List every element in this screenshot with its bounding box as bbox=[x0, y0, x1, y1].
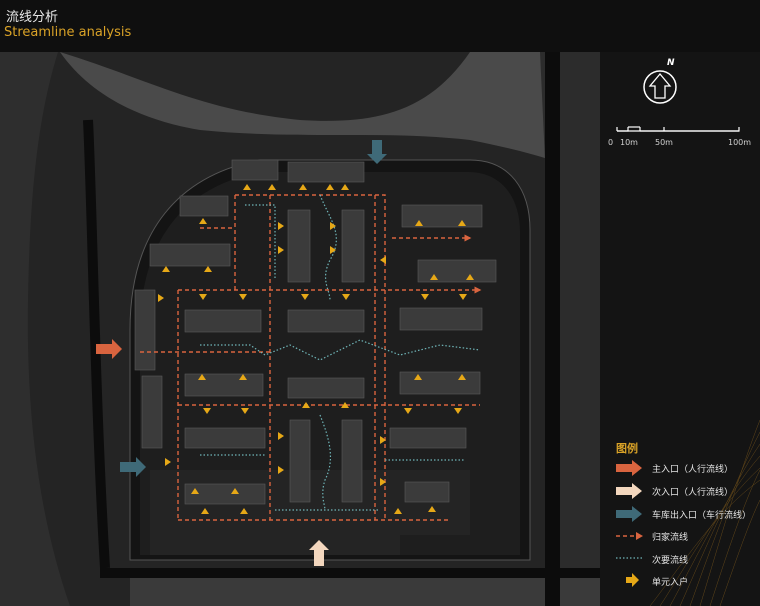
scale-label-50m: 50m bbox=[655, 138, 673, 147]
legend-title: 图例 bbox=[616, 442, 638, 455]
river-channel bbox=[60, 52, 600, 180]
right-panel-svg bbox=[616, 70, 760, 606]
main-entrance-arrow-icon bbox=[96, 339, 122, 359]
page-title-en: Streamline analysis bbox=[4, 25, 132, 40]
legend-label-secondary-entrance: 次入口（人行流线） bbox=[652, 488, 734, 498]
unit-entry-arrows bbox=[158, 184, 474, 514]
site-map bbox=[0, 52, 600, 606]
site-plan-svg bbox=[0, 52, 600, 606]
garage-entrance-west-icon bbox=[120, 457, 146, 477]
header-bar: 流线分析 Streamline analysis bbox=[0, 0, 760, 52]
home-routes bbox=[140, 194, 482, 521]
legend-label-garage-entrance: 车库出入口（车行流线） bbox=[652, 511, 752, 521]
contour-decoration bbox=[649, 419, 760, 606]
legend-label-home-route: 归家流线 bbox=[652, 533, 689, 543]
page-title-cn: 流线分析 bbox=[6, 10, 59, 25]
south-land bbox=[130, 578, 600, 606]
compass-ring bbox=[643, 70, 677, 104]
secondary-entrance-arrow-icon bbox=[309, 540, 329, 566]
south-road bbox=[100, 568, 600, 578]
legend-label-secondary-route: 次要流线 bbox=[652, 556, 689, 566]
west-land bbox=[0, 52, 70, 606]
legend-label-unit-entry: 单元入户 bbox=[652, 578, 689, 588]
east-road bbox=[545, 52, 560, 606]
scale-label-100m: 100m bbox=[728, 138, 752, 147]
scale-bar-icon bbox=[616, 126, 740, 132]
compass-north-label: N bbox=[667, 58, 675, 68]
legend-label-main-entrance: 主入口（人行流线） bbox=[652, 465, 734, 475]
scale-label-0: 0 bbox=[608, 138, 614, 147]
right-panel bbox=[600, 52, 760, 606]
compass-arrow-icon bbox=[648, 72, 672, 99]
secondary-routes bbox=[200, 194, 481, 511]
garage-entrance-north-icon bbox=[367, 140, 387, 164]
west-road bbox=[83, 119, 110, 569]
scale-label-10m: 10m bbox=[620, 138, 638, 147]
